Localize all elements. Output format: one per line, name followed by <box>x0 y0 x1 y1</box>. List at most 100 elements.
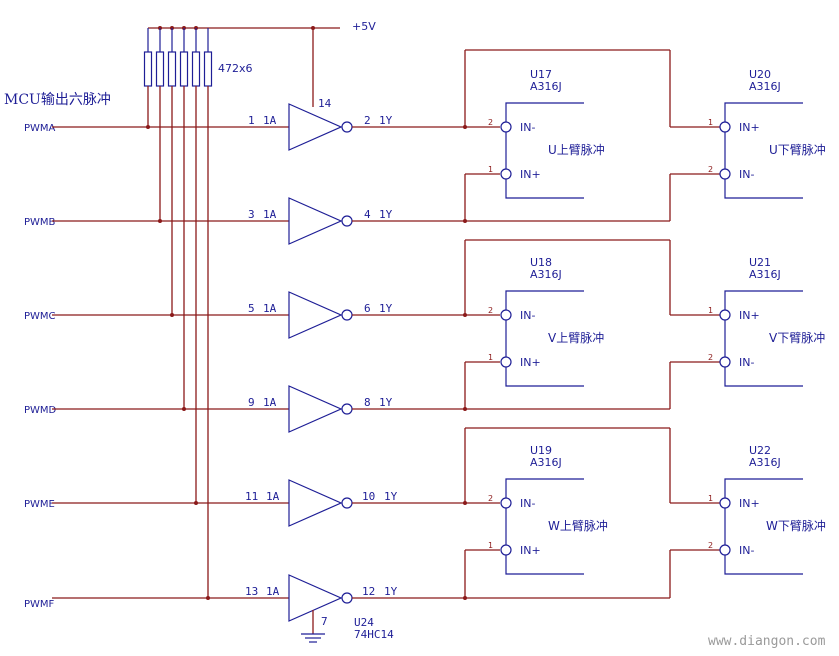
svg-text:IN-: IN- <box>739 356 754 369</box>
opto-part: A316J <box>749 456 781 469</box>
svg-text:5: 5 <box>248 302 255 315</box>
input-channel-d: PWMD 9 1A 8 1Y <box>24 385 465 433</box>
svg-text:9: 9 <box>248 396 255 409</box>
svg-text:1A: 1A <box>263 302 277 315</box>
svg-text:1: 1 <box>488 353 493 362</box>
svg-text:2: 2 <box>708 165 713 174</box>
svg-text:IN-: IN- <box>739 544 754 557</box>
opto-part: A316J <box>530 456 562 469</box>
svg-text:4: 4 <box>364 208 371 221</box>
input-channel-e: PWME 11 1A 10 1Y <box>24 479 465 527</box>
watermark: www.diangon.com <box>708 634 826 649</box>
inverter-gate <box>288 197 343 245</box>
opto-function-label: U上臂脉冲 <box>548 142 605 157</box>
opto-u22: 1 2 IN+ IN- U22 A316J W下臂脉冲 <box>708 444 826 575</box>
inverter-gate <box>288 103 343 151</box>
diagram-title: MCU输出六脉冲 <box>4 92 111 108</box>
opto-u21: 1 2 IN+ IN- U21 A316J V下臂脉冲 <box>708 256 825 387</box>
net-label-pwmf: PWMF <box>24 599 55 610</box>
opto-ref: U17 <box>530 68 552 81</box>
opto-u18: 2 1 IN- IN+ U18 A316J V上臂脉冲 <box>488 256 604 387</box>
svg-text:1: 1 <box>708 306 713 315</box>
opto-part: A316J <box>530 268 562 281</box>
opto-part: A316J <box>530 80 562 93</box>
svg-text:1: 1 <box>708 118 713 127</box>
svg-text:8: 8 <box>364 396 371 409</box>
vcc-pin-label: 14 <box>318 97 332 110</box>
svg-text:1Y: 1Y <box>379 396 393 409</box>
input-channel-b: PWMB 3 1A 4 1Y <box>24 197 465 245</box>
routing-v <box>463 239 720 411</box>
ic-ref-u24: U24 <box>354 616 374 629</box>
svg-text:2: 2 <box>708 353 713 362</box>
svg-text:1: 1 <box>708 494 713 503</box>
svg-text:1A: 1A <box>266 585 280 598</box>
svg-text:IN-: IN- <box>520 309 535 322</box>
svg-text:1A: 1A <box>263 208 277 221</box>
svg-text:IN+: IN+ <box>739 309 760 322</box>
opto-part: A316J <box>749 80 781 93</box>
svg-text:11: 11 <box>245 490 258 503</box>
svg-text:IN+: IN+ <box>520 356 541 369</box>
svg-text:12: 12 <box>362 585 375 598</box>
opto-ref: U21 <box>749 256 771 269</box>
input-channel-a: PWMA 1 1A 2 1Y 14 <box>24 97 465 151</box>
svg-text:1A: 1A <box>263 396 277 409</box>
opto-u17: 2 1 IN- IN+ U17 A316J U上臂脉冲 <box>488 68 605 199</box>
opto-ref: U22 <box>749 444 771 457</box>
svg-text:IN+: IN+ <box>520 544 541 557</box>
opto-function-label: U下臂脉冲 <box>769 142 826 157</box>
svg-text:1: 1 <box>248 114 255 127</box>
svg-text:1Y: 1Y <box>379 208 393 221</box>
svg-text:2: 2 <box>488 306 493 315</box>
svg-text:IN-: IN- <box>739 168 754 181</box>
svg-text:3: 3 <box>248 208 255 221</box>
svg-text:1: 1 <box>488 165 493 174</box>
inverter-gate <box>288 479 343 527</box>
gnd-pin-label: 7 <box>321 615 328 628</box>
opto-function-label: V上臂脉冲 <box>548 330 604 345</box>
opto-ref: U20 <box>749 68 771 81</box>
svg-text:1Y: 1Y <box>384 585 398 598</box>
opto-part: A316J <box>749 268 781 281</box>
routing-w <box>463 427 720 600</box>
svg-text:IN-: IN- <box>520 121 535 134</box>
net-label-pwmd: PWMD <box>24 405 57 416</box>
opto-function-label: V下臂脉冲 <box>769 330 825 345</box>
svg-text:IN-: IN- <box>520 497 535 510</box>
svg-text:2: 2 <box>708 541 713 550</box>
net-label-pwmc: PWMC <box>24 311 56 322</box>
opto-u20: 1 2 IN+ IN- U20 A316J U下臂脉冲 <box>708 68 826 199</box>
svg-text:IN+: IN+ <box>520 168 541 181</box>
svg-text:2: 2 <box>364 114 371 127</box>
inverter-gate <box>288 385 343 433</box>
svg-text:2: 2 <box>488 494 493 503</box>
net-label-pwme: PWME <box>24 499 55 510</box>
opto-function-label: W下臂脉冲 <box>766 518 826 533</box>
ic-part-74hc14: 74HC14 <box>354 628 394 641</box>
resistor-array <box>143 28 213 87</box>
resistor-array-label: 472x6 <box>218 62 253 75</box>
pullup-wires <box>147 86 209 598</box>
svg-text:1Y: 1Y <box>379 302 393 315</box>
opto-ref: U19 <box>530 444 552 457</box>
opto-ref: U18 <box>530 256 552 269</box>
svg-text:1Y: 1Y <box>379 114 393 127</box>
svg-text:2: 2 <box>488 118 493 127</box>
svg-text:6: 6 <box>364 302 371 315</box>
svg-text:1A: 1A <box>266 490 280 503</box>
input-channel-c: PWMC 5 1A 6 1Y <box>24 291 465 339</box>
supply-label: +5V <box>352 20 376 33</box>
svg-text:1: 1 <box>488 541 493 550</box>
opto-u19: 2 1 IN- IN+ U19 A316J W上臂脉冲 <box>488 444 608 575</box>
net-label-pwma: PWMA <box>24 123 56 134</box>
svg-text:IN+: IN+ <box>739 121 760 134</box>
routing-u <box>463 49 720 223</box>
svg-text:13: 13 <box>245 585 258 598</box>
svg-text:1Y: 1Y <box>384 490 398 503</box>
svg-text:1A: 1A <box>263 114 277 127</box>
svg-text:IN+: IN+ <box>739 497 760 510</box>
ground-symbol: 7 U24 74HC14 <box>301 610 394 643</box>
inverter-gate <box>288 574 343 622</box>
